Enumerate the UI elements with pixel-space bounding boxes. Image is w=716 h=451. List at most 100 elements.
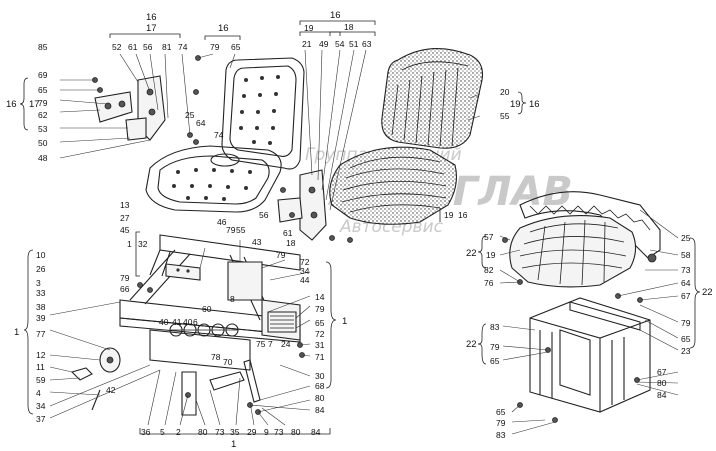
callout: 6: [193, 317, 198, 327]
callout: 35: [230, 427, 240, 437]
callout: 79: [276, 250, 286, 260]
callout: 1: [14, 327, 19, 338]
callout: 25: [681, 233, 691, 243]
callout: 61: [283, 228, 293, 238]
callout: 26: [36, 264, 46, 274]
callout: 73: [215, 427, 225, 437]
callout: 44: [300, 275, 310, 285]
callout: 65: [496, 407, 506, 417]
callout: 27: [120, 213, 130, 223]
callout: 16: [6, 99, 17, 110]
callout: 65: [38, 85, 48, 95]
callout: 21: [302, 39, 312, 49]
callout: 41: [172, 317, 182, 327]
callout: 32: [138, 239, 148, 249]
callout: 23: [681, 346, 691, 356]
left-hinge-bracket: [94, 75, 166, 141]
callout: 16: [330, 10, 341, 21]
callout: 55: [236, 225, 246, 235]
callout: 70: [223, 357, 233, 367]
callout: 79: [38, 98, 48, 108]
callout: 16: [458, 210, 468, 220]
callout: 63: [362, 39, 372, 49]
callout: 19: [444, 210, 454, 220]
callout: 65: [681, 334, 691, 344]
callout: 58: [681, 250, 691, 260]
callout: 7: [268, 339, 273, 349]
callout: 79: [315, 304, 325, 314]
callout: 22: [702, 287, 713, 298]
suspension-mechanism: [70, 234, 301, 416]
callout: 40: [159, 317, 169, 327]
callout: 34: [300, 266, 310, 276]
callout: 84: [315, 405, 325, 415]
callout: 80: [315, 393, 325, 403]
callout: 19: [510, 99, 521, 110]
callout: 79: [210, 42, 220, 52]
callout: 20: [500, 87, 510, 97]
callout: 3: [36, 278, 41, 288]
callout: 40: [183, 317, 193, 327]
callout: 42: [106, 385, 116, 395]
seat-cushion: [329, 146, 457, 225]
callout: 16: [146, 12, 157, 23]
callout: 83: [496, 430, 506, 440]
callout: 37: [36, 414, 46, 424]
seat-pan: [145, 145, 282, 213]
callout: 24: [281, 339, 291, 349]
callout: 75: [256, 339, 266, 349]
leader-lines: [49, 49, 679, 435]
callout: 9: [264, 427, 269, 437]
callout: 53: [38, 124, 48, 134]
callout: 56: [143, 42, 153, 52]
callout: 84: [311, 427, 321, 437]
callout: 22: [466, 339, 477, 350]
callout: 72: [315, 329, 325, 339]
callout: 33: [36, 288, 46, 298]
callout: 45: [120, 225, 130, 235]
callout: 11: [36, 362, 45, 372]
callout: 12: [36, 350, 46, 360]
callout: 39: [36, 313, 46, 323]
callout: 56: [259, 210, 269, 220]
callout: 73: [681, 265, 691, 275]
backrest-cushion: [381, 48, 484, 149]
callout: 65: [490, 356, 500, 366]
callout: 14: [315, 292, 325, 302]
callout: 43: [252, 237, 262, 247]
callout: 22: [466, 248, 477, 259]
callout: 46: [217, 217, 227, 227]
callout: 72: [300, 257, 310, 267]
callout: 80: [657, 378, 667, 388]
callout: 19: [304, 23, 314, 33]
callout: 80: [291, 427, 301, 437]
callout: 49: [319, 39, 329, 49]
callout: 18: [286, 238, 296, 248]
callout: 65: [231, 42, 241, 52]
callout: 16: [218, 23, 229, 34]
armrest-strap: [519, 191, 661, 263]
callout: 80: [198, 427, 208, 437]
callout: 68: [315, 381, 325, 391]
callout: 71: [315, 352, 325, 362]
callout: 34: [36, 401, 46, 411]
callout: 1: [231, 439, 236, 450]
callout: 10: [36, 250, 46, 260]
callout: 17: [146, 23, 157, 34]
callout: 66: [120, 284, 130, 294]
armrest-box-frame: [517, 297, 651, 423]
callout: 74: [214, 130, 224, 140]
callout: 57: [484, 232, 494, 242]
callout: 31: [315, 340, 325, 350]
callout: 60: [202, 304, 212, 314]
callout: 64: [196, 118, 206, 128]
callout: 67: [681, 291, 691, 301]
callout: 85: [38, 42, 48, 52]
callout: 79: [496, 418, 506, 428]
callout: 78: [211, 352, 221, 362]
callout: 74: [178, 42, 188, 52]
callout: 77: [36, 329, 46, 339]
callout: 82: [484, 265, 494, 275]
callout: 5: [160, 427, 165, 437]
callout: 79: [120, 273, 130, 283]
